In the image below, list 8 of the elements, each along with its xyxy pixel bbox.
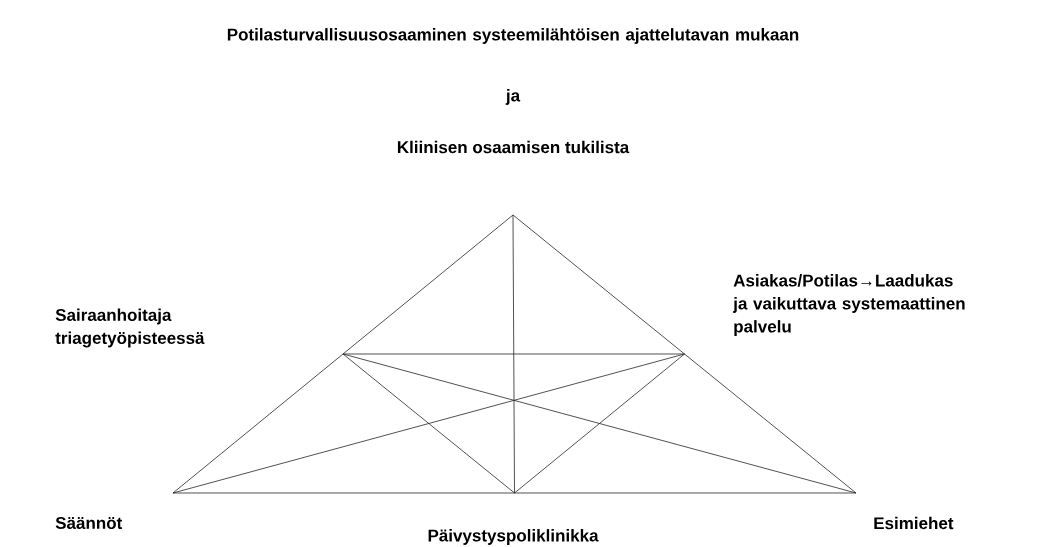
subtitle-text: Kliinisen osaamisen tukilista xyxy=(397,140,630,154)
corner-label: Sairaanhoitaja triagetyöpisteessä xyxy=(55,308,205,348)
title-text: Potilasturvallisuusosaaminen systeemilähtöisen ajattelutavan mukaan xyxy=(227,28,799,44)
subtitle-text: ja xyxy=(505,89,521,105)
corner-label: Asiakas/Potilas→Laadukas ja vaikuttava systemaattinen palvelu xyxy=(732,274,965,336)
corner-label: Päivystyspoliklinikka xyxy=(428,529,599,545)
corner-label: Esimiehet xyxy=(874,516,954,530)
corner-label: Säännöt xyxy=(55,517,123,529)
